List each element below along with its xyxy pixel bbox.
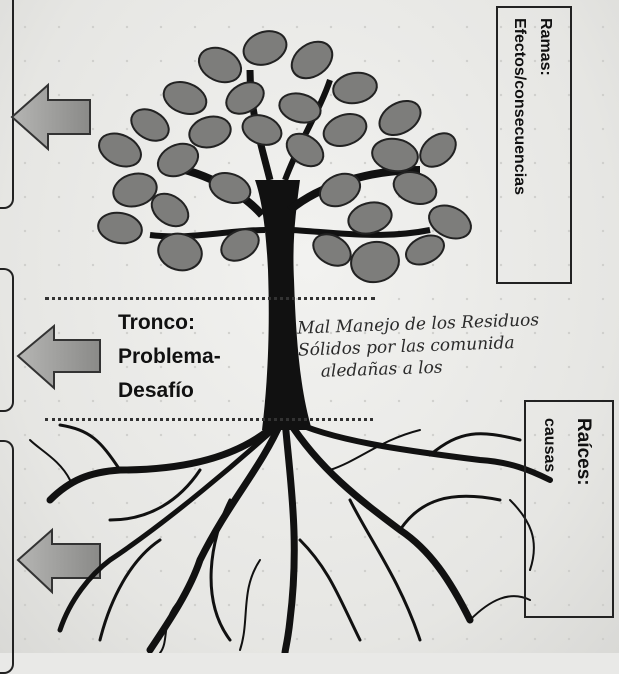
leaves-illustration [97, 30, 472, 284]
handwritten-problem: Mal Manejo de los Residuos Sólidos por l… [297, 306, 619, 383]
ramas-box: Ramas: Efectos/consecuencias [496, 6, 572, 284]
raices-subtitle: causas [541, 418, 558, 473]
left-arrow-icon [16, 323, 101, 391]
left-arrow-icon [10, 82, 91, 152]
raices-box: Raíces: causas [524, 400, 614, 618]
tronco-label: Tronco: Problema- Desafío [118, 306, 221, 408]
ramas-subtitle: Efectos/consecuencias [511, 18, 528, 195]
dotted-divider-top [45, 297, 375, 300]
roots-illustration [29, 416, 553, 653]
tronco-line3: Desafío [118, 379, 194, 402]
tronco-line2: Problema- [118, 345, 221, 368]
left-arrow-icon [16, 527, 101, 595]
ramas-title: Ramas: [537, 18, 554, 76]
tree-diagram [10, 30, 553, 653]
tronco-line1: Tronco: [118, 311, 195, 334]
dotted-divider-bottom [45, 418, 373, 421]
left-box-ramas [0, 0, 14, 209]
left-box-tronco [0, 268, 14, 412]
raices-title: Raíces: [573, 418, 594, 486]
